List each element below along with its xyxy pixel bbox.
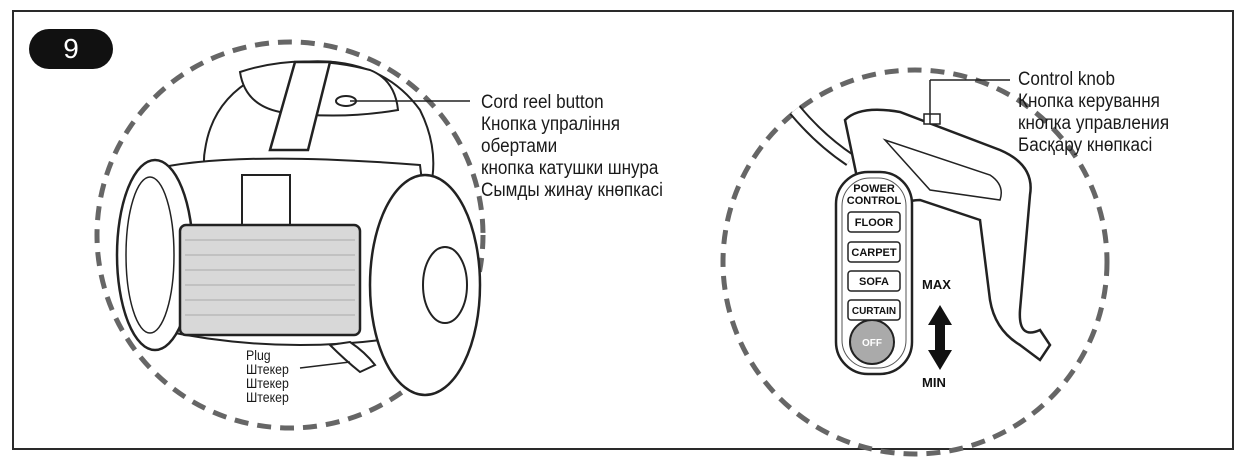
vacuum-body-illustration <box>94 39 486 431</box>
off-button-label[interactable]: OFF <box>862 338 882 349</box>
cord-reel-label-uk-2: обертами <box>481 136 558 157</box>
control-knob-label-ru: кнопка управления <box>1018 113 1170 134</box>
power-control-title-line1: POWER <box>853 183 895 195</box>
power-control-title-line2: CONTROL <box>847 195 902 207</box>
right-detail-circle <box>720 67 1110 457</box>
sofa-button-label: SOFA <box>859 276 889 288</box>
cord-reel-label-ru: кнопка катушки шнура <box>481 158 659 179</box>
min-label: MIN <box>922 375 946 390</box>
sofa-button[interactable]: SOFA <box>847 270 901 292</box>
step-number-badge: 9 <box>29 29 113 69</box>
floor-button[interactable]: FLOOR <box>847 211 901 233</box>
plug-label-ru: Штекер <box>246 375 289 391</box>
carpet-button[interactable]: CARPET <box>847 241 901 263</box>
control-knob-callout: Control knob Кнопка керування кнопка упр… <box>1018 69 1169 157</box>
plug-callout: Plug Штекер Штекер Штекер <box>246 348 289 404</box>
curtain-button-label: CURTAIN <box>852 306 896 317</box>
plug-label-uk: Штекер <box>246 361 289 377</box>
cord-reel-label-uk-1: Кнопка упраління <box>481 114 621 135</box>
plug-label-en: Plug <box>246 347 271 363</box>
floor-button-label: FLOOR <box>855 217 894 229</box>
cord-reel-button-callout: Cord reel button Кнопка упраління оберта… <box>481 92 663 202</box>
plug-label-kk: Штекер <box>246 389 289 405</box>
max-label: MAX <box>922 277 951 292</box>
control-knob-label-kk: Басқару кнөпкасі <box>1018 135 1153 156</box>
cord-reel-label-kk: Сымды жинау кнөпкасі <box>481 180 663 201</box>
left-detail-circle <box>94 39 486 431</box>
cord-reel-label-en: Cord reel button <box>481 92 604 113</box>
control-knob-label-uk: Кнопка керування <box>1018 91 1160 112</box>
carpet-button-label: CARPET <box>851 247 897 259</box>
control-knob-label-en: Control knob <box>1018 69 1115 90</box>
curtain-button[interactable]: CURTAIN <box>847 299 901 321</box>
